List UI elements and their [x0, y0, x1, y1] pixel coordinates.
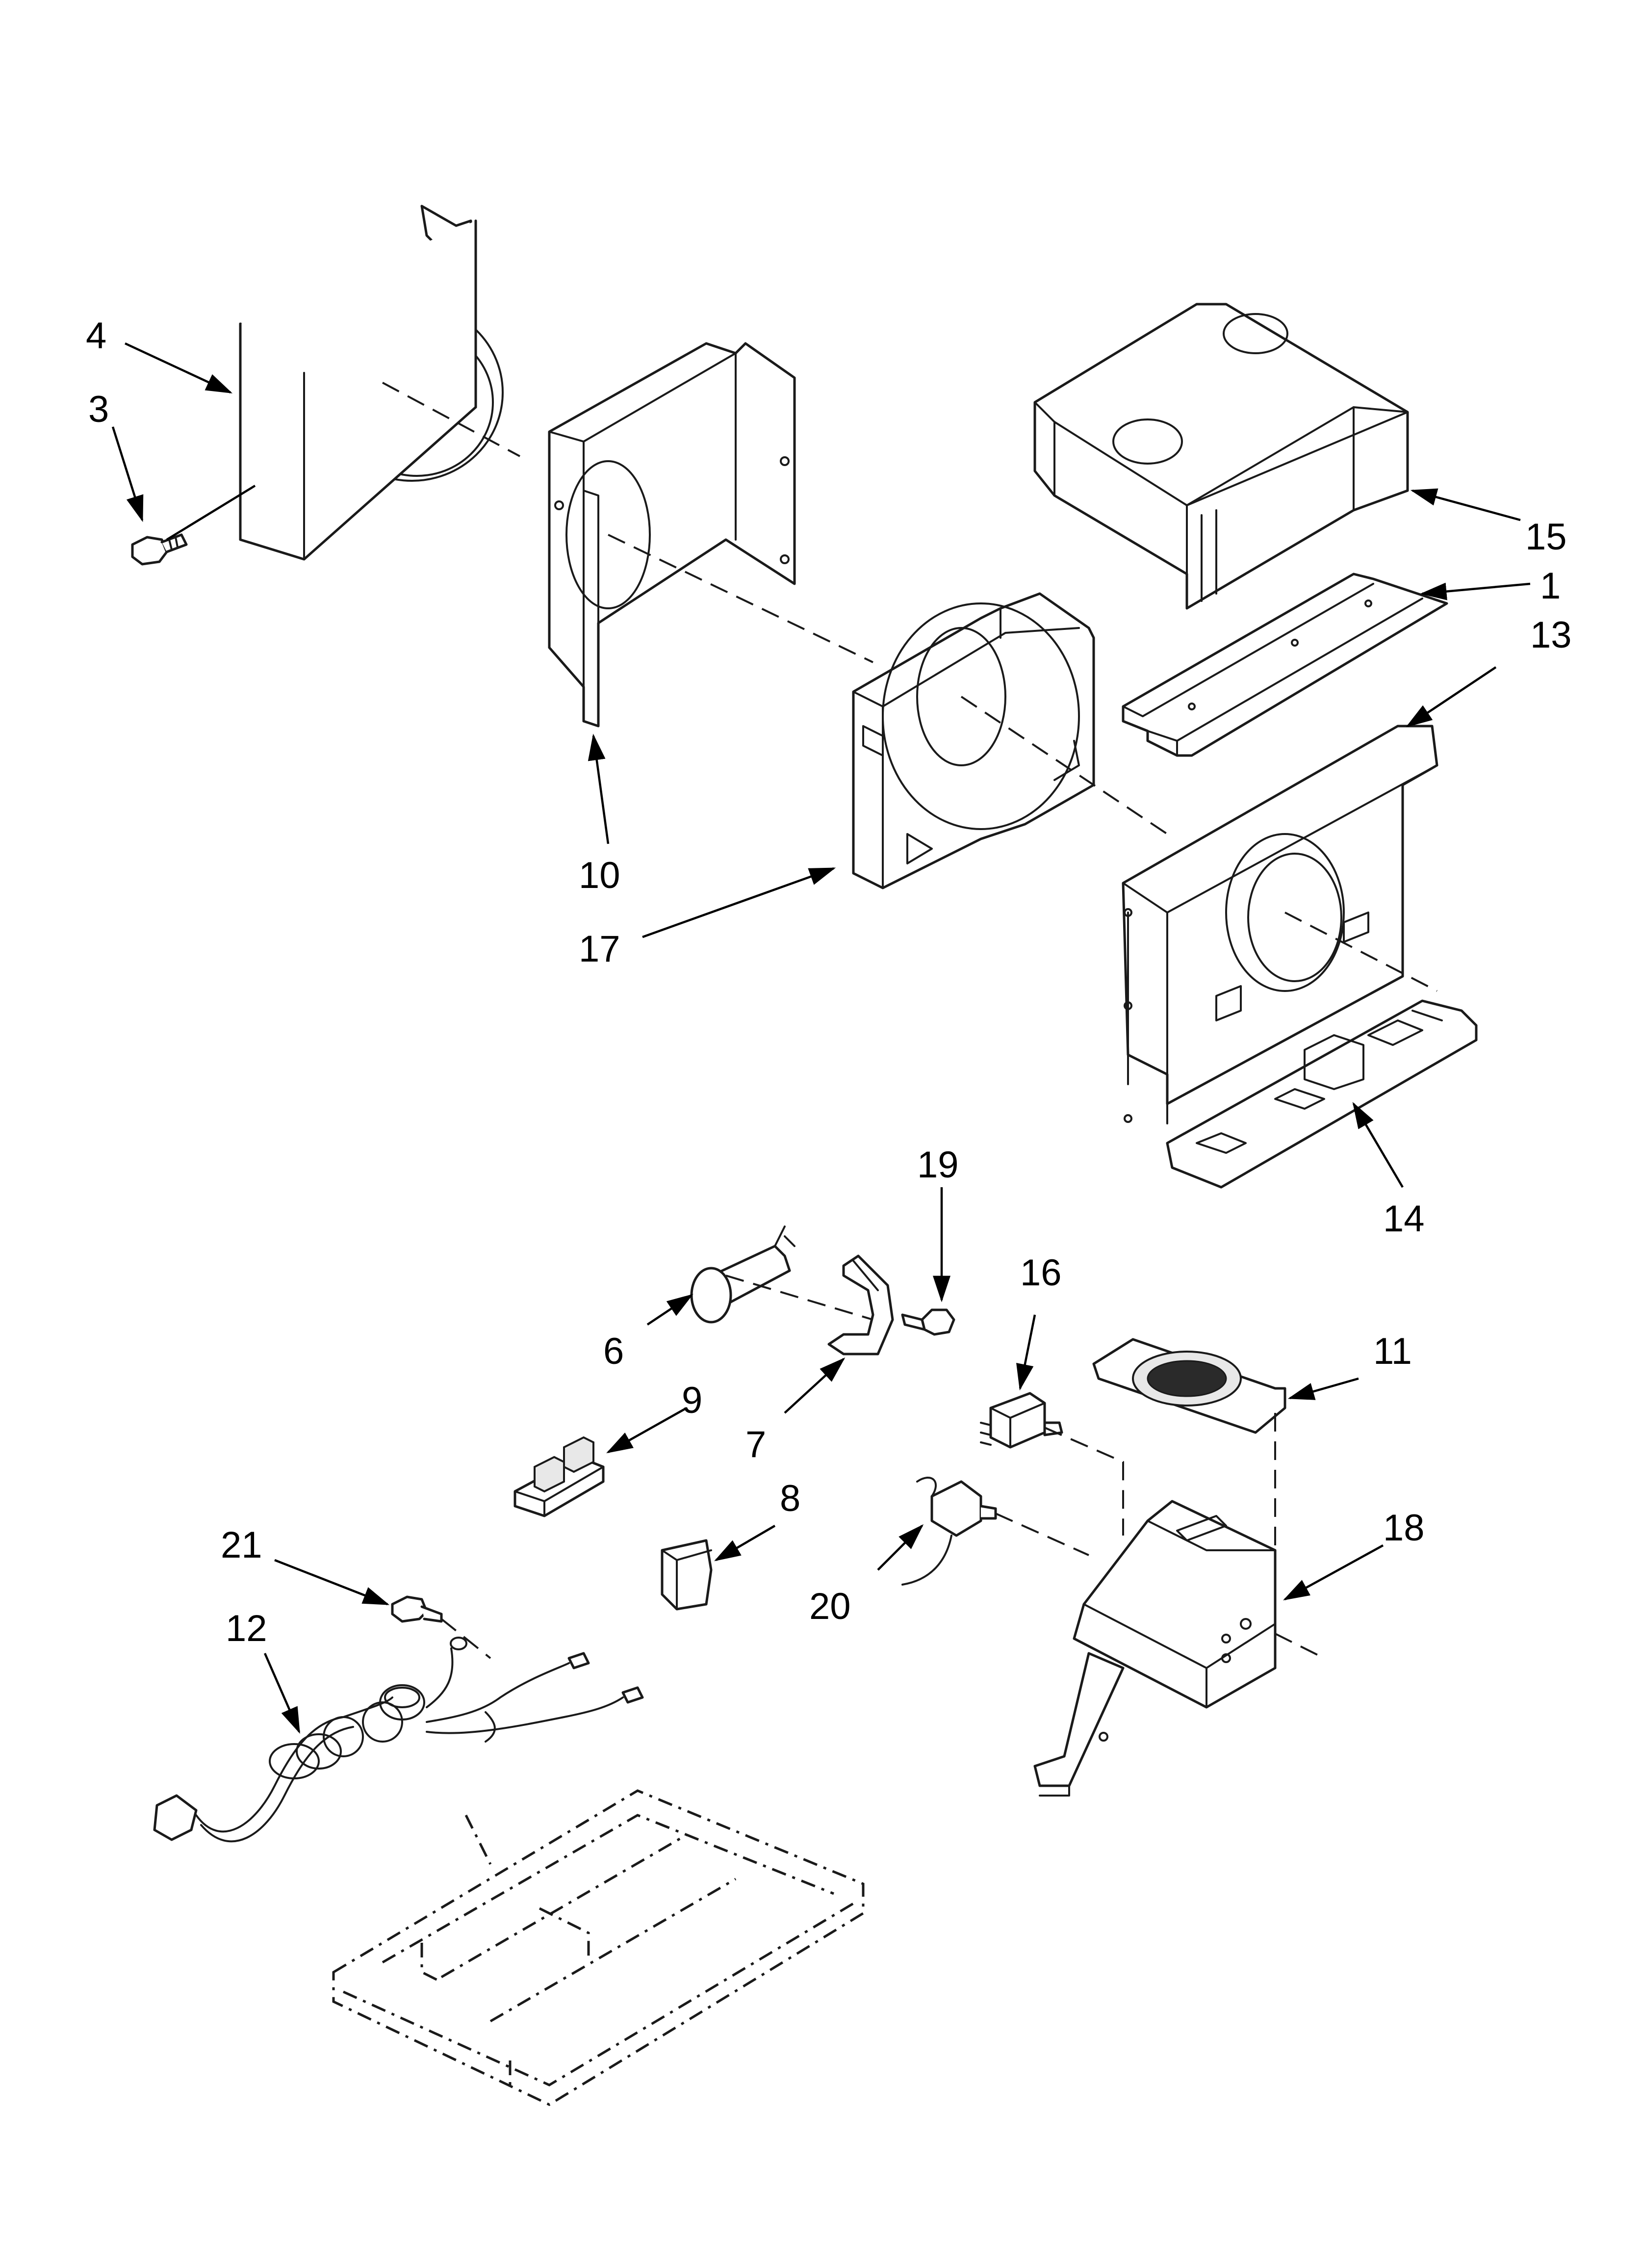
part-19-screw [901, 1308, 955, 1336]
part-10-fan-shroud [548, 342, 796, 728]
part-1-rail [1122, 573, 1448, 757]
leader-8 [714, 1525, 776, 1562]
callout-18: 18 [1383, 1507, 1425, 1549]
callout-16: 16 [1020, 1252, 1062, 1294]
leader-10 [588, 733, 610, 844]
leader-11 [1287, 1377, 1359, 1400]
part-11-control-lid [1092, 1338, 1286, 1434]
callout-3: 3 [88, 389, 109, 430]
leader-21 [274, 1559, 390, 1606]
leader-4 [125, 342, 233, 394]
part-21-ground-screw [391, 1595, 467, 1650]
leader-9 [606, 1407, 688, 1454]
part-14-base-section [1166, 999, 1478, 1189]
callout-10: 10 [579, 855, 620, 896]
callout-13: 13 [1530, 614, 1572, 656]
part-16-switch [980, 1392, 1063, 1449]
leader-12 [263, 1653, 301, 1734]
part-7-strap [827, 1254, 894, 1356]
callout-1: 1 [1540, 565, 1561, 607]
callout-14: 14 [1383, 1198, 1425, 1240]
part-4-shroud-panel [239, 205, 504, 561]
leader-13 [1406, 666, 1497, 728]
part-17-blower-housing [852, 592, 1095, 889]
assembly-dash-lines [382, 382, 1437, 1659]
leader-3b [166, 485, 256, 541]
leader-14 [1352, 1102, 1404, 1188]
part-18-control-bracket [1033, 1500, 1277, 1797]
leader-1 [1420, 582, 1531, 600]
callout-8: 8 [780, 1478, 800, 1519]
leader-3 [111, 426, 144, 522]
part-12-power-cord [153, 1647, 644, 1843]
part-3-screw [131, 533, 188, 566]
callout-20: 20 [809, 1586, 851, 1627]
callout-11: 11 [1373, 1330, 1412, 1372]
part-20-thermostat [901, 1476, 997, 1586]
callout-7: 7 [745, 1424, 766, 1465]
callout-9: 9 [682, 1380, 702, 1421]
callout-19: 19 [917, 1144, 959, 1186]
leader-20 [877, 1524, 924, 1571]
phantom-base-pan [332, 1789, 865, 2106]
leader-17 [642, 867, 836, 938]
callout-15: 15 [1525, 516, 1567, 558]
callout-6: 6 [603, 1330, 624, 1372]
callout-17: 17 [579, 928, 620, 970]
leader-lines [111, 342, 1531, 1734]
callout-4: 4 [86, 315, 106, 357]
leader-18 [1283, 1544, 1384, 1601]
leader-15 [1410, 488, 1521, 521]
callout-labels: 4 3 15 1 13 10 17 14 19 16 11 6 9 7 8 18… [86, 315, 1572, 1649]
leader-7 [784, 1357, 846, 1414]
leader-16 [1016, 1314, 1036, 1391]
callout-21: 21 [221, 1524, 262, 1566]
callout-12: 12 [226, 1608, 267, 1649]
leader-6 [646, 1294, 693, 1326]
part-9-terminal-block [513, 1436, 605, 1517]
part-15-top-cover [1033, 303, 1409, 610]
part-6-capacitor [690, 1225, 795, 1324]
part-8-relay [661, 1539, 713, 1611]
